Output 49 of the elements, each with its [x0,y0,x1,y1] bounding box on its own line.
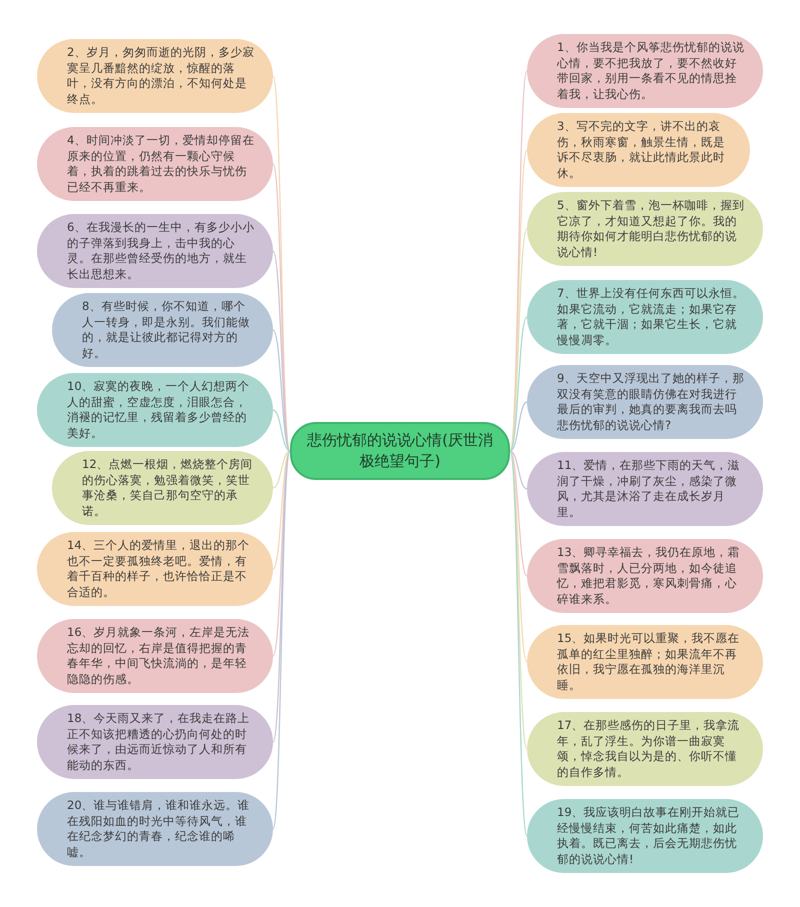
branch-text: 3、写不完的文字，讲不出的哀伤，秋雨寒窗，触景生情，既是诉不尽衷肠，就让此情此景此时休。 [557,119,726,181]
branch-text: 13、卿寻幸福去，我仍在原地，霜雪飘落时，人已分两地，如今徒追忆，难把君影觅，寒风刺骨痛，心碎谁来系。 [557,545,741,607]
connector-line [272,450,291,830]
connector-line [272,250,291,452]
connector-line [272,450,290,489]
branch-bubble [37,792,273,866]
connector-line [509,150,528,452]
connector-line [272,164,291,452]
connector-line [272,450,290,570]
branch-bubble [527,712,763,786]
branch-text: 8、有些时候，你不知道，哪个人一转身，即是永别。我们能做的，就是让彼此都记得对方的好。 [82,299,251,361]
branch-bubble [37,127,273,201]
branch-text: 2、岁月，匆匆而逝的光阴，多少寂寞呈几番黯然的绽放，惊醒的落叶，没有方向的漂泊，不知何处是终点。 [67,45,255,107]
branch-text: 17、在那些感伤的日子里，我拿流年，乱了浮生。为你谱一曲寂寞颂，悼念我自以为是的、你听不懂的自作多情。 [557,718,741,780]
branch-text: 4、时间冲淡了一切，爱情却停留在原来的位置，仍然有一颗心守候着，执着的跳着过去的快乐与忧伤已经不再重来。 [67,133,255,195]
branch-bubble [527,799,763,873]
branch-bubble [37,705,273,779]
branch-text: 14、三个人的爱情里，退出的那个也不一定要孤独终老吧。爱情，有着千百种的样子，也许恰恰正是不合适的。 [67,538,251,600]
branch-text: 5、窗外下着雪，泡一杯咖啡，握到它凉了，才知道又想起了你。我的期待你如何才能明白悲伤忧郁的说说心情! [557,198,745,260]
branch-text: 16、岁月就象一条河，左岸是无法忘却的回忆，右岸是值得把握的青春年华，中间飞快流淌的，是年轻隐隐的伤感。 [67,625,251,687]
branch-text: 18、今天雨又来了，在我走在路上正不知该把糟透的心扔向何处的时候来了，由远而近惊动了人和所有能动的东西。 [67,711,251,773]
branch-bubble [527,34,763,108]
connector-line [510,450,528,576]
connector-line [509,450,528,662]
central-topic [290,422,510,480]
branch-bubble [527,113,750,187]
connector-line [272,409,290,452]
branch-text: 9、天空中又浮现出了她的样子，那双没有笑意的眼睛仿佛在对我进行最后的审判，她真的要离我而去吗悲伤忧郁的说说心情? [557,371,745,433]
connector-line [272,450,291,656]
connector-line [510,450,528,490]
connector-line [272,450,291,742]
connector-line [510,401,528,452]
connector-line [509,70,528,452]
connector-line [272,330,290,452]
branch-text: 6、在我漫长的一生中，有多少小小的子弹落到我身上，击中我的心灵。在那些曾经受伤的地方，就生长出思想来。 [67,220,255,282]
connector-line [509,450,528,836]
branch-bubble [37,39,273,113]
branch-text: 1、你当我是个风筝悲伤忧郁的说说心情，要不把我放了，要不然收好带回家，别用一条看不见的情思拴着我，让我心伤。 [557,40,745,102]
branch-text: 15、如果时光可以重聚，我不愿在孤单的红尘里独醉；如果流年不再依旧，我宁愿在孤独的海洋里沉睡。 [557,631,741,693]
branch-text: 12、点燃一根烟，燃烧整个房间的伤心落寞，勉强着微笑，笑世事沧桑，笑自己那句空守的承诺。 [82,457,254,519]
connector-line [509,450,528,750]
branch-text: 7、世界上没有任何东西可以永恒。如果它流动，它就流走；如果它存著，它就干涸；如果它生长，它就慢慢凋零。 [557,286,745,348]
connector-line [509,228,528,452]
connector-line [510,316,528,452]
branch-text: 11、爱情，在那些下雨的天气，滋润了干燥，冲刷了灰尘，感染了微风，尤其是沐浴了走在成长岁月里。 [557,458,741,520]
central-topic-text: 悲伤忧郁的说说心情(厌世消极绝望句子) [306,430,494,472]
branch-text: 19、我应该明白故事在刚开始就已经慢慢结束，何苦如此痛楚，如此执着。既已离去，后会无期悲伤忧郁的说说心情! [557,805,741,867]
branch-text: 20、谁与谁错肩，谁和谁永远。谁在残阳如血的时光中等待风气，谁在纪念梦幻的青春，纪念谁的唏嘘。 [67,798,251,860]
branch-text: 10、寂寞的夜晚，一个人幻想两个人的甜蜜，空虚怎度，泪眼怎合，消褪的记忆里，残留着多少曾经的美好。 [67,379,251,441]
